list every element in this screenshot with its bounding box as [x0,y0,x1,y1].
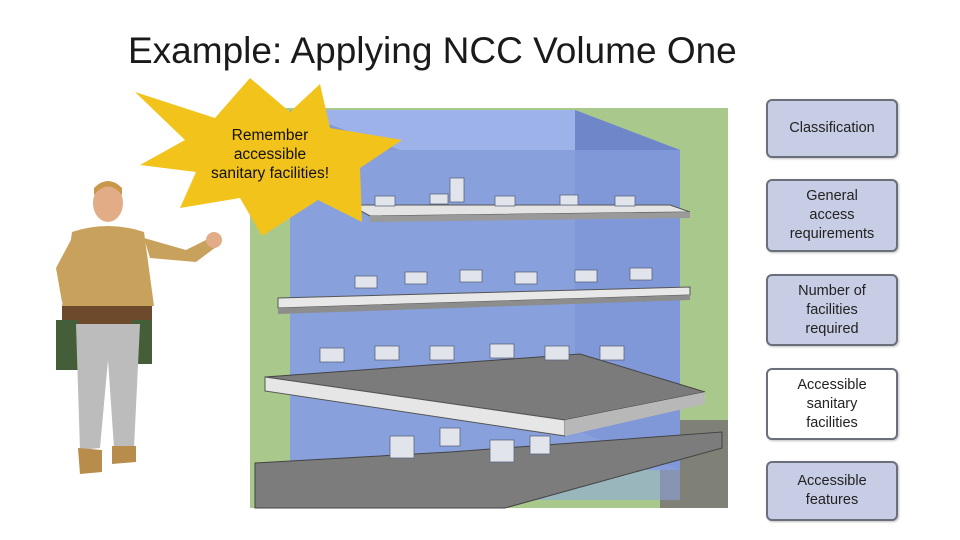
step-line: Number of [798,282,866,299]
step-line: sanitary [806,395,858,412]
step-accessible-features[interactable]: Accessible features [766,461,898,521]
step-line: General [806,188,858,204]
step-accessible-sanitary[interactable]: Accessible sanitary facilities [766,368,898,440]
worker-trousers [76,324,140,450]
step-line: Classification [789,120,875,136]
worker-shirt [62,226,154,306]
callout-line-3: sanitary facilities! [210,165,329,182]
step-line: required [805,320,859,337]
step-line: Accessible [797,376,867,393]
floor-slab-3-side [565,392,705,436]
floor-slab-top-edge [370,212,690,222]
step-line: access [809,207,855,223]
step-line: facilities [806,301,858,318]
step-line: Accessible [797,473,867,489]
step-classification[interactable]: Classification [766,99,898,158]
office-furniture [319,177,653,463]
floor-slab-4 [254,431,723,509]
step-number-of-facilities[interactable]: Number of facilities required [766,274,898,346]
worker-head [93,184,123,222]
worker-boots [78,448,102,474]
floor-slab-2-edge [278,295,690,314]
callout-line-1: Remember [231,127,309,144]
worker-illustration [56,181,222,474]
slide-title: Example: Applying NCC Volume One [128,30,737,71]
worker-belt [62,306,152,324]
step-line: features [805,492,859,508]
callout-line-2: accessible [233,146,307,163]
step-general-access[interactable]: General access requirements [766,179,898,252]
step-line: facilities [806,414,858,431]
step-line: requirements [789,226,875,242]
callout-starburst [135,78,402,236]
callout-text: Remember accessible sanitary facilities! [190,126,350,183]
